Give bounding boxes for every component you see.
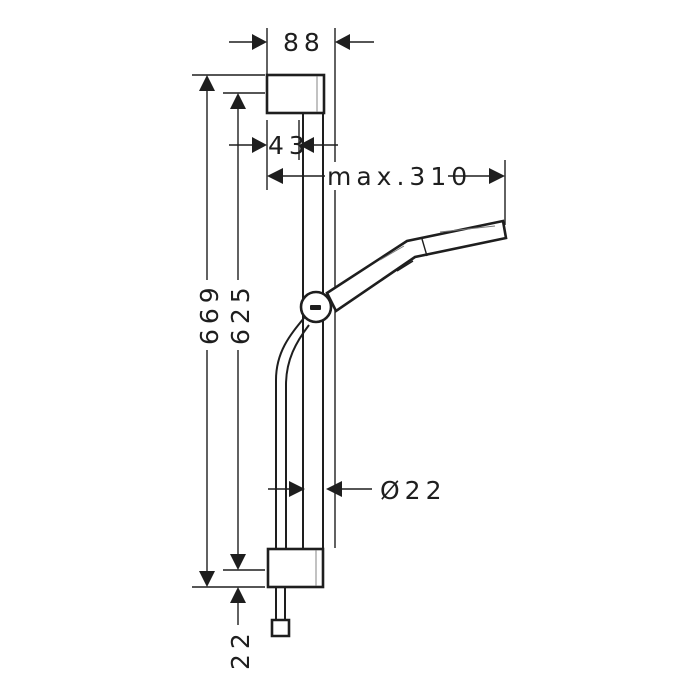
dim-label-max-310: max.310	[327, 162, 472, 191]
dimension-88: 88	[229, 28, 374, 110]
arrow-up-icon	[230, 93, 246, 109]
arrow-left-icon	[267, 168, 283, 184]
dim-label-43: 43	[268, 131, 310, 160]
shower-rail	[302, 113, 324, 549]
dim-label-625: 625	[226, 282, 255, 345]
shower-hose	[275, 317, 310, 549]
arrow-left-icon	[326, 481, 342, 497]
hose-connector	[270, 588, 291, 638]
arrow-down-icon	[230, 554, 246, 570]
arrow-left-icon	[335, 34, 350, 50]
dim-label-diameter-22: Ø22	[380, 476, 447, 505]
bottom-wall-bracket	[266, 547, 325, 589]
dimension-diameter-22: Ø22	[268, 476, 447, 505]
arrow-right-icon	[252, 137, 267, 153]
arrow-right-icon	[252, 34, 267, 50]
dimension-669: 669	[192, 74, 265, 588]
dimension-22-bottom: 22	[226, 587, 255, 670]
dimension-625: 625	[223, 92, 265, 571]
slider-holder	[299, 290, 333, 324]
hand-shower	[325, 219, 508, 313]
arrow-right-icon	[489, 168, 505, 184]
dim-label-669: 669	[195, 282, 224, 345]
arrow-up-icon	[199, 75, 215, 91]
arrow-left-icon	[299, 137, 314, 153]
top-wall-bracket	[265, 73, 326, 115]
dimension-max-310: max.310	[267, 160, 506, 225]
dim-label-88: 88	[283, 28, 325, 57]
dimension-43: 43	[229, 120, 338, 190]
dim-label-22: 22	[226, 628, 255, 670]
arrow-down-icon	[199, 571, 215, 587]
arrow-up-icon	[230, 587, 246, 603]
arrow-right-icon	[289, 481, 305, 497]
